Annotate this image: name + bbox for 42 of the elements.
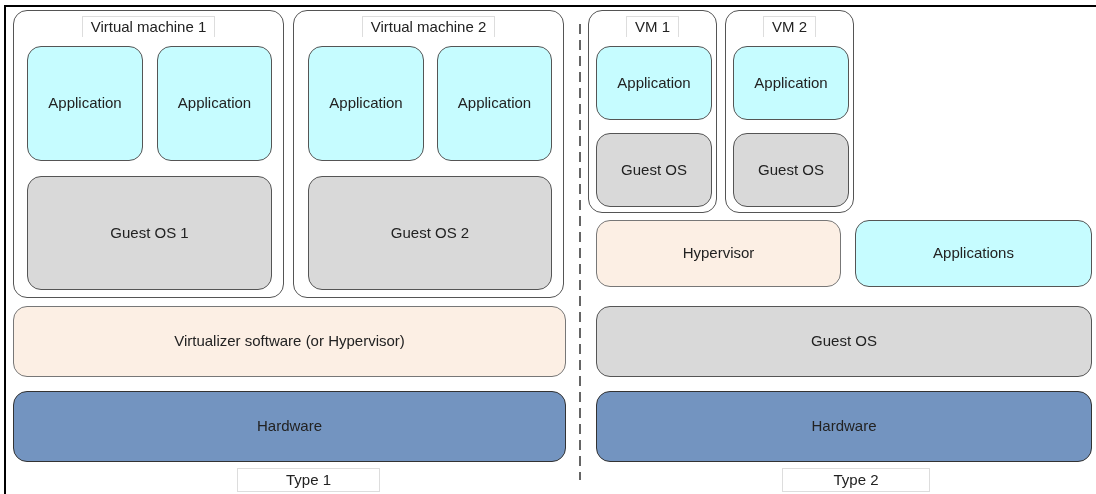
vm-container xyxy=(13,10,284,298)
box-label: Hypervisor xyxy=(681,244,756,263)
application-box xyxy=(27,46,143,161)
box-label: Application xyxy=(47,94,123,113)
application-box xyxy=(855,220,1092,287)
box-label: Application xyxy=(616,73,692,93)
box-label: Hardware xyxy=(810,417,878,436)
box-label: Guest OS xyxy=(620,160,688,180)
box-label: Application xyxy=(456,94,533,113)
vm-title: Virtual machine 1 xyxy=(81,16,216,37)
type-label: Type 1 xyxy=(237,468,380,492)
vm-container xyxy=(725,10,854,213)
box-label: Application xyxy=(176,94,253,113)
type-label: Type 2 xyxy=(782,468,930,492)
box-label: Guest OS 2 xyxy=(389,223,471,243)
guest-os-box xyxy=(27,176,272,290)
guest-os-box xyxy=(733,133,849,207)
box-label: Guest OS xyxy=(810,332,878,351)
guest-os-box xyxy=(308,176,552,290)
box-label: Application xyxy=(328,94,404,113)
guest-os-box xyxy=(596,306,1092,377)
application-box xyxy=(437,46,552,161)
application-box xyxy=(308,46,424,161)
box-label: Application xyxy=(753,73,829,93)
vm-title: VM 1 xyxy=(626,16,679,37)
hardware-box xyxy=(13,391,566,462)
application-box xyxy=(157,46,272,161)
application-box xyxy=(733,46,849,120)
application-box xyxy=(596,46,712,120)
box-label: Guest OS 1 xyxy=(109,223,190,243)
vm-container xyxy=(293,10,564,298)
box-label: Hardware xyxy=(256,417,323,436)
vm-title: VM 2 xyxy=(763,16,816,37)
hypervisor-box xyxy=(13,306,566,377)
box-label: Applications xyxy=(932,244,1015,263)
vm-title: Virtual machine 2 xyxy=(361,16,496,37)
guest-os-box xyxy=(596,133,712,207)
box-label: Guest OS xyxy=(757,160,825,180)
vm-container xyxy=(588,10,717,213)
box-label: Virtualizer software (or Hypervisor) xyxy=(173,332,406,351)
hypervisor-box xyxy=(596,220,841,287)
hardware-box xyxy=(596,391,1092,462)
